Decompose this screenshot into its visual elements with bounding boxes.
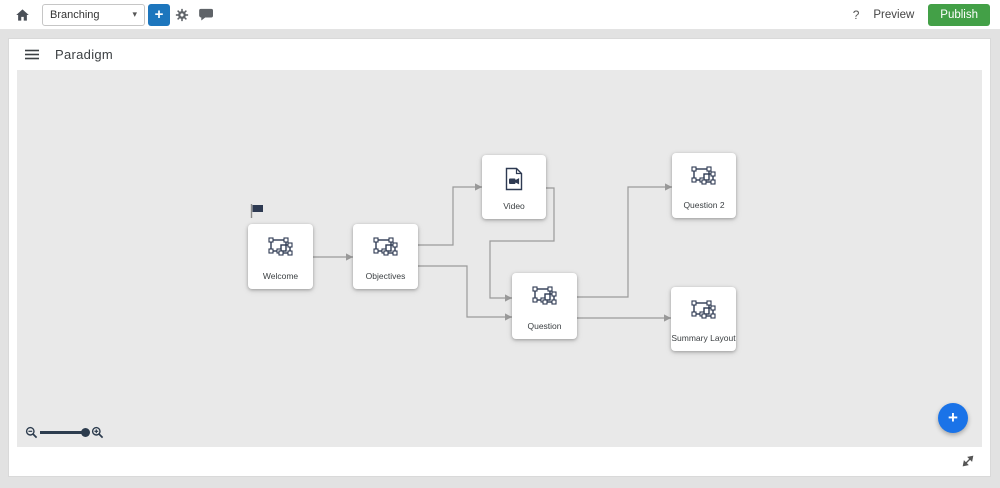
zoom-control [25, 424, 104, 440]
zoom-slider-thumb[interactable] [81, 427, 90, 437]
home-icon[interactable] [15, 8, 30, 22]
comments-chat-icon[interactable] [199, 8, 214, 21]
editor-panel: Paradigm Welcome [8, 38, 991, 477]
flow-node-question[interactable]: Question [512, 273, 577, 339]
panel-header: Paradigm [9, 39, 990, 70]
layout-icon [530, 284, 560, 315]
layout-icon [689, 164, 719, 195]
flow-node-welcome[interactable]: Welcome [248, 224, 313, 289]
flow-node-summary[interactable]: Summary Layout [671, 287, 736, 351]
flow-node-video[interactable]: Video [482, 155, 546, 219]
flow-node-objectives[interactable]: Objectives [353, 224, 418, 289]
node-label: Question 2 [683, 200, 725, 210]
add-page-button[interactable]: + [148, 3, 170, 26]
flow-node-question2[interactable]: Question 2 [672, 153, 736, 218]
node-label: Video [503, 201, 525, 211]
connector-question-question2 [577, 183, 672, 298]
project-selector-dropdown[interactable]: Branching ▾ [42, 3, 145, 26]
node-label: Welcome [262, 271, 299, 281]
preview-button[interactable]: Preview [873, 8, 915, 21]
chevron-down-icon: ▾ [132, 9, 137, 19]
connector-objectives-video [418, 183, 482, 246]
zoom-slider-track[interactable] [40, 427, 90, 437]
zoom-in-icon[interactable] [91, 426, 104, 439]
expand-fullscreen-icon[interactable] [962, 455, 974, 467]
menu-hamburger-icon[interactable] [25, 49, 39, 60]
layout-icon [371, 235, 401, 266]
top-toolbar: Branching ▾ + ? Preview Publish [0, 0, 1000, 30]
connector-objectives-question [418, 265, 512, 321]
add-screen-fab-button[interactable]: + [938, 403, 968, 433]
connector-video-question [489, 187, 555, 302]
video-icon [502, 166, 526, 198]
connector-layer [313, 183, 672, 322]
zoom-out-icon[interactable] [25, 426, 38, 439]
node-label: Question [527, 321, 562, 331]
help-button[interactable]: ? [852, 7, 860, 22]
node-label: Summary Layout [671, 333, 736, 343]
node-label: Objectives [365, 271, 406, 281]
project-selector-value: Branching [50, 8, 100, 21]
settings-gear-icon[interactable] [175, 8, 189, 22]
connector-welcome-objectives [313, 253, 353, 261]
connector-question-summary [577, 314, 671, 322]
flow-canvas[interactable]: Welcome Objectives Video Question [17, 70, 982, 447]
page-title: Paradigm [55, 47, 114, 62]
layout-icon [689, 298, 719, 329]
publish-button[interactable]: Publish [928, 3, 990, 26]
layout-icon [266, 235, 296, 266]
start-flag-icon [249, 203, 265, 224]
